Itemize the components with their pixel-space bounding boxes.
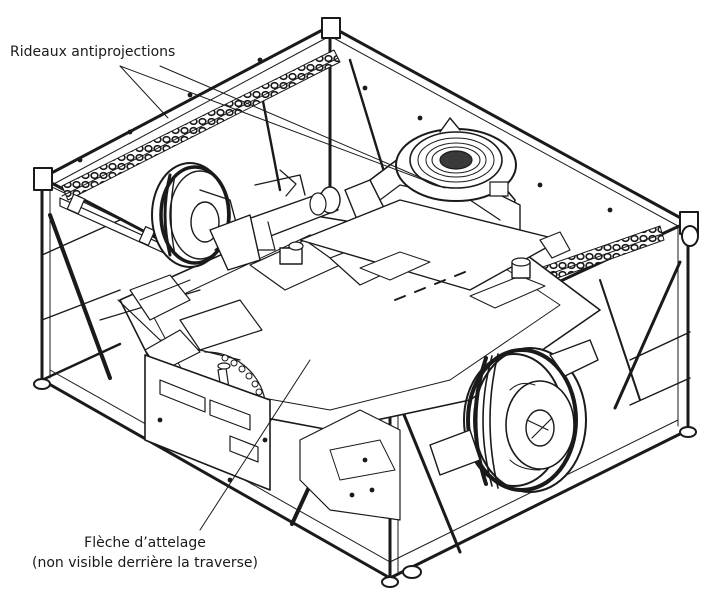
hitch-label-line1: Flèche d’attelage xyxy=(84,535,206,551)
hitch-label: Flèche d’attelage (non visible derrière … xyxy=(0,533,290,573)
curtain-back-left xyxy=(61,49,341,201)
engine xyxy=(299,117,571,309)
drive-shaft xyxy=(209,169,341,271)
leader-lines xyxy=(119,65,446,531)
right-wheel xyxy=(429,339,599,493)
curtains-label: Rideaux antiprojections xyxy=(10,44,176,60)
hitch-label-line2: (non visible derrière la traverse) xyxy=(32,555,258,571)
